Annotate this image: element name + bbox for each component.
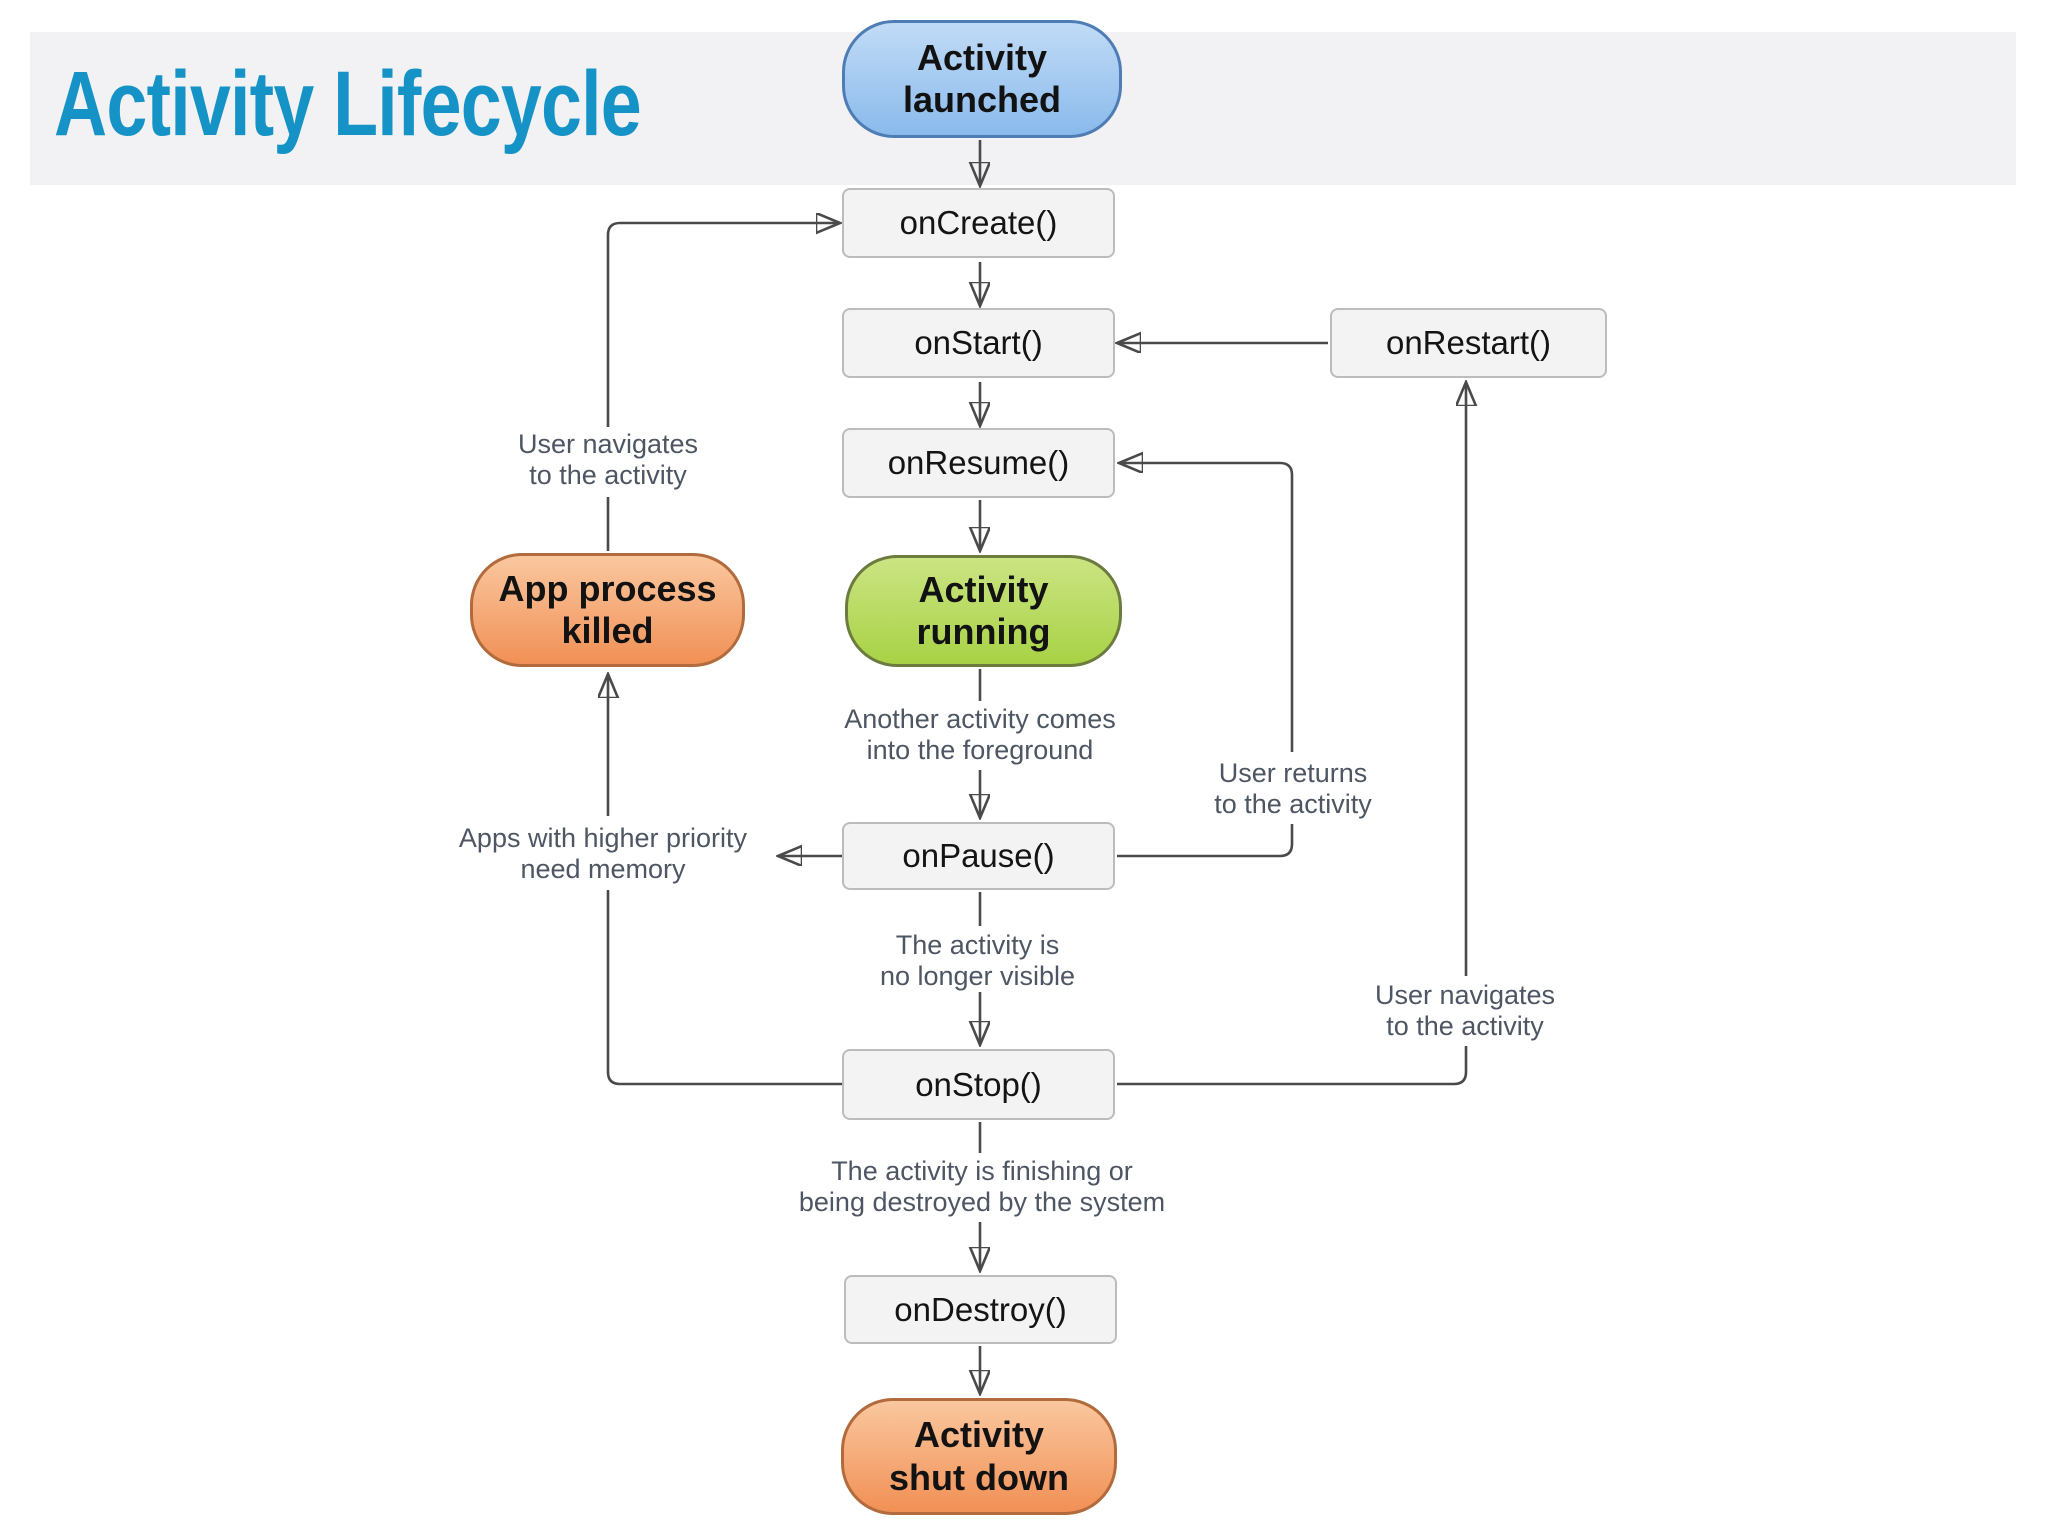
node-activity-running: Activity running: [845, 555, 1122, 667]
edge-onstop-to-onrestart-a: [1117, 1046, 1468, 1086]
edge-label-another-activity: Another activity comes into the foregrou…: [844, 704, 1116, 765]
node-onstop: onStop(): [842, 1049, 1115, 1120]
node-activity-launched: Activity launched: [842, 20, 1122, 138]
node-activity-running-label: Activity running: [916, 568, 1051, 652]
node-onpause-label: onPause(): [902, 837, 1055, 874]
node-onstart-label: onStart(): [914, 324, 1043, 361]
edge-onpause-to-onresume-b: [1121, 463, 1294, 752]
node-onresume-label: onResume(): [887, 444, 1070, 481]
node-onstart: onStart(): [842, 308, 1115, 378]
edge-onstop-to-killed-a: [606, 890, 842, 1086]
node-ondestroy-label: onDestroy(): [894, 1290, 1067, 1328]
edge-killed-to-oncreate-b: [606, 223, 838, 427]
node-app-process-killed: App process killed: [470, 553, 745, 667]
node-onpause: onPause(): [842, 822, 1115, 890]
node-ondestroy: onDestroy(): [844, 1275, 1117, 1344]
node-oncreate: onCreate(): [842, 188, 1115, 258]
node-onresume: onResume(): [842, 428, 1115, 498]
edge-label-no-longer-visible: The activity is no longer visible: [879, 930, 1076, 991]
edge-label-apps-higher-priority: Apps with higher priority need memory: [458, 823, 748, 884]
node-activity-shut-down: Activity shut down: [841, 1398, 1117, 1515]
edge-onpause-to-onresume-a: [1117, 824, 1294, 858]
node-activity-launched-label: Activity launched: [902, 36, 1062, 120]
page-title: Activity Lifecycle: [54, 53, 642, 155]
edge-label-user-returns: User returns to the activity: [1214, 758, 1372, 819]
edge-label-finishing-or-destroyed: The activity is finishing or being destr…: [798, 1156, 1166, 1217]
node-onrestart: onRestart(): [1330, 308, 1607, 378]
node-app-process-killed-label: App process killed: [498, 567, 717, 651]
edge-label-user-navigates-left: User navigates to the activity: [517, 429, 699, 490]
node-activity-shut-down-label: Activity shut down: [889, 1414, 1069, 1498]
node-onstop-label: onStop(): [915, 1065, 1042, 1103]
node-oncreate-label: onCreate(): [899, 204, 1058, 241]
node-onrestart-label: onRestart(): [1385, 324, 1552, 361]
edge-label-user-navigates-right: User navigates to the activity: [1374, 980, 1556, 1041]
